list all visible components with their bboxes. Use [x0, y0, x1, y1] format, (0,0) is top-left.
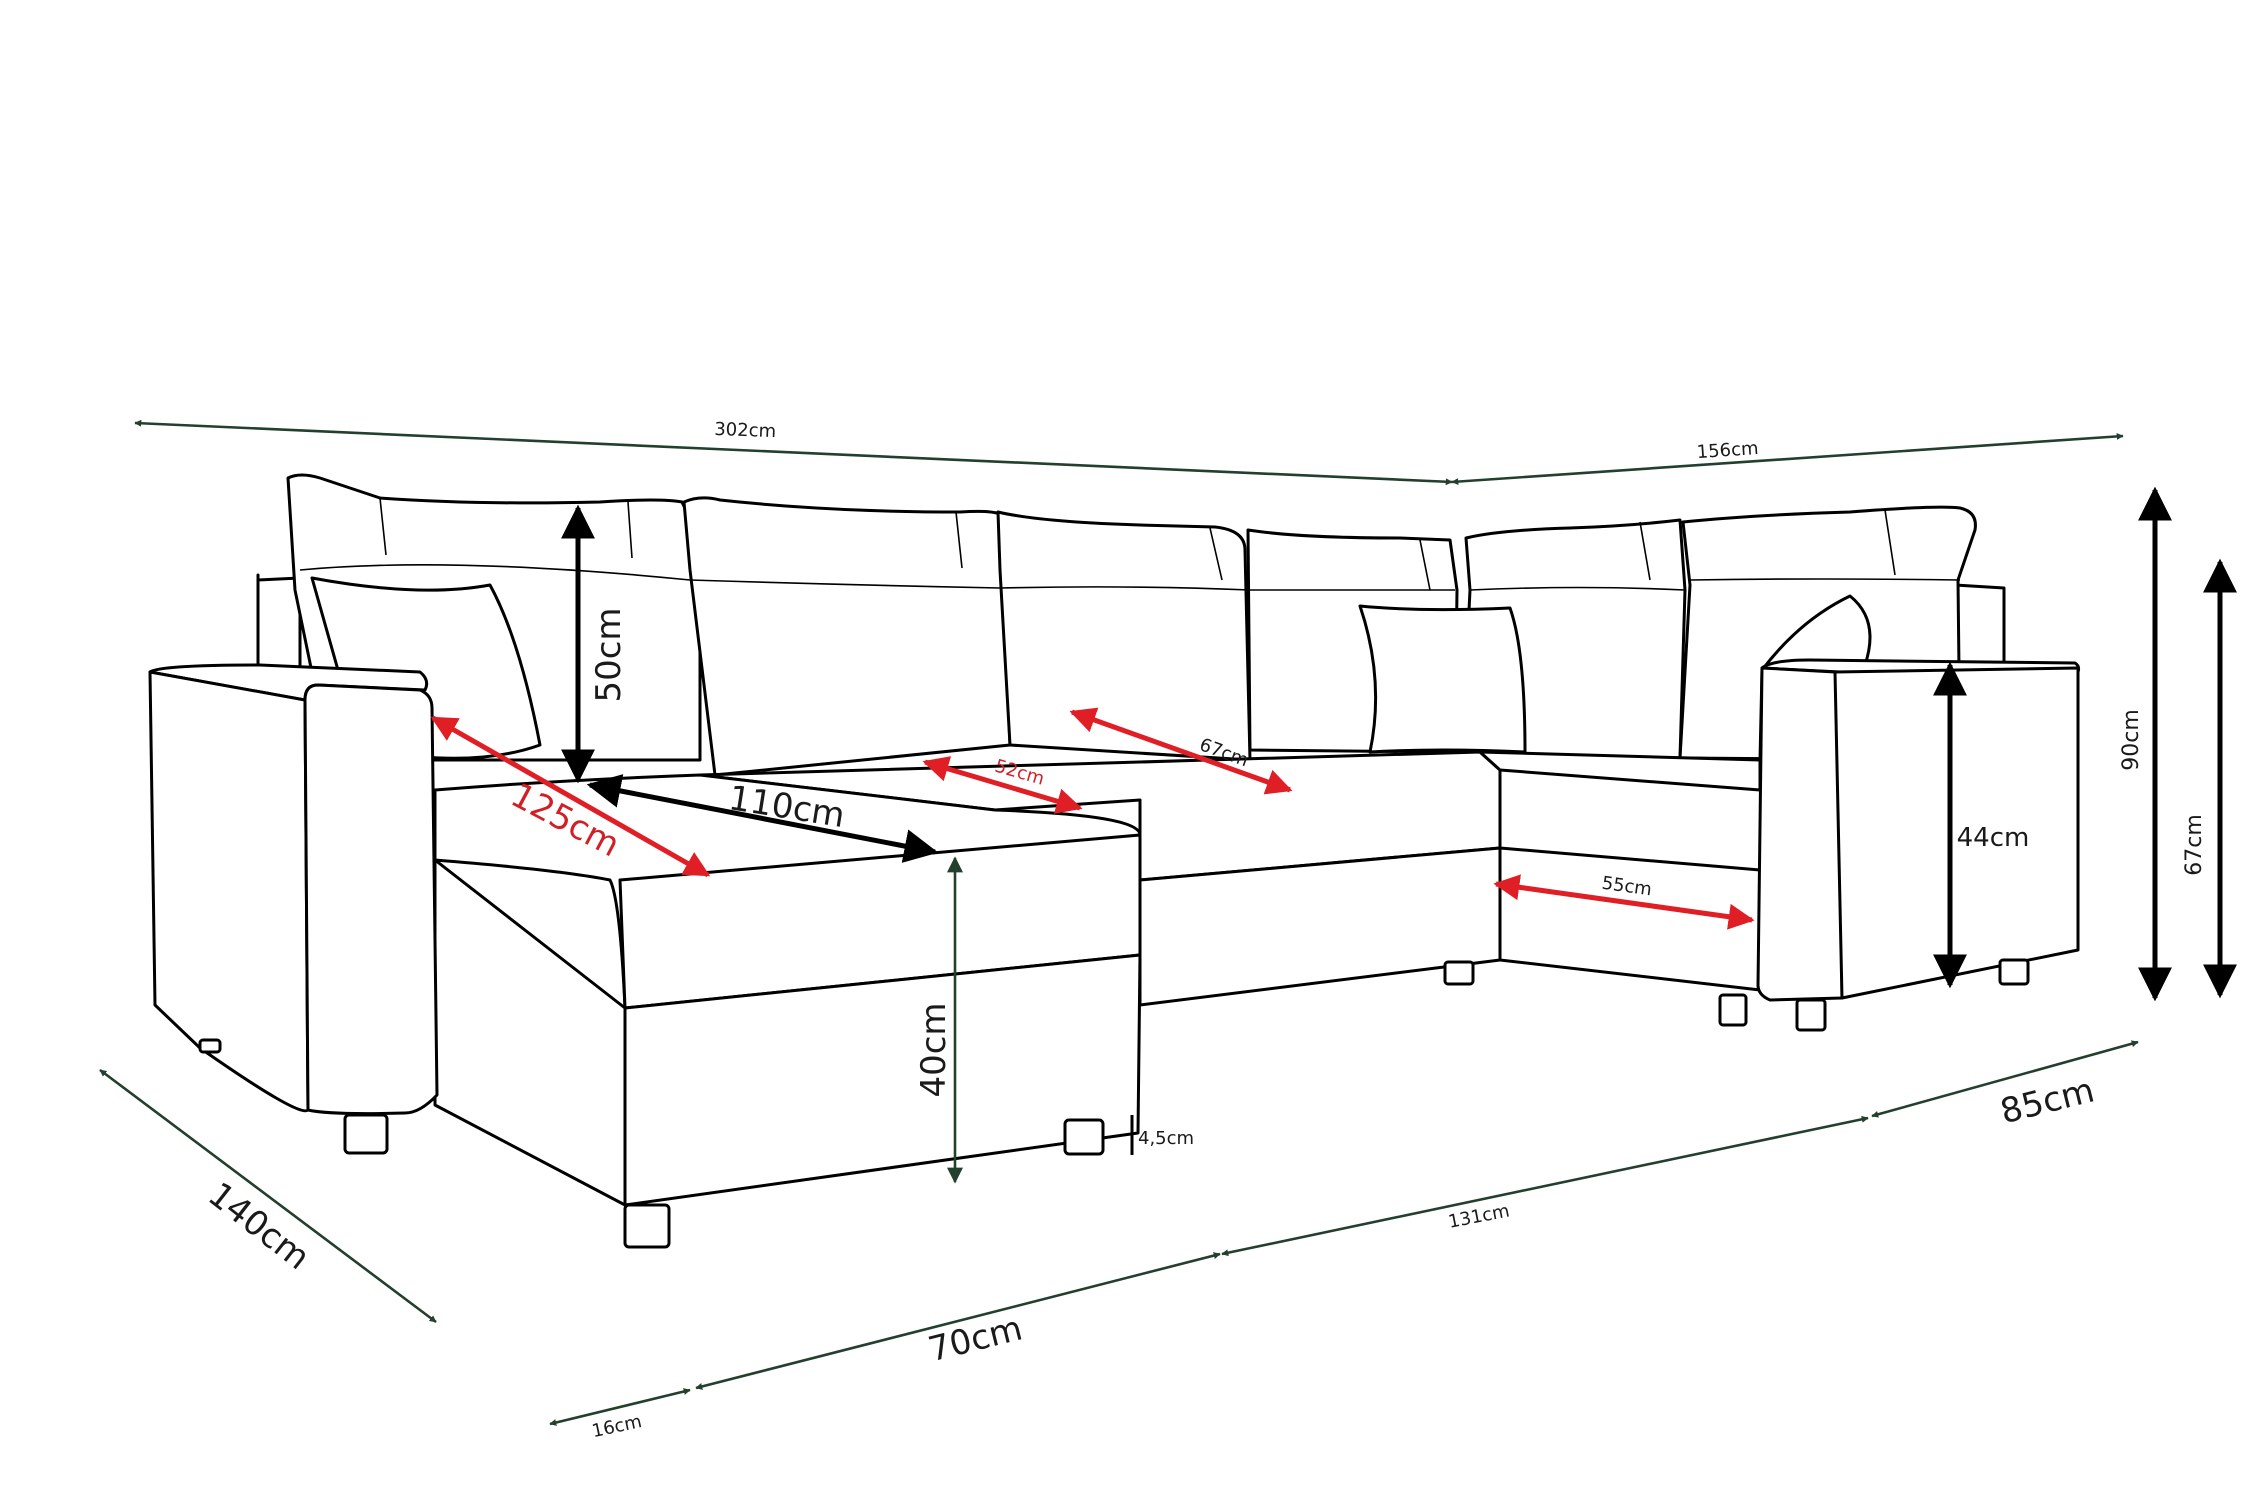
back-cushion-2	[682, 496, 1012, 777]
dim-line-156	[1451, 432, 2124, 486]
right-armrest-front	[1756, 666, 1844, 1002]
label-40: 40cm	[914, 1002, 954, 1097]
dim-line-16	[549, 1388, 691, 1426]
leg-8	[198, 1038, 222, 1054]
left-armrest-side	[148, 670, 310, 1113]
seam-3	[999, 586, 1251, 591]
leg-4	[1443, 960, 1475, 986]
leg-2	[623, 1203, 671, 1249]
label-44: 44cm	[1957, 823, 2030, 853]
label-50: 50cm	[589, 607, 629, 702]
throw-pillow-middle	[1358, 604, 1527, 754]
seam-4	[1250, 578, 1961, 591]
label-302: 302cm	[714, 419, 777, 442]
seam-2	[689, 579, 1001, 589]
dim-line-67-seat	[1069, 707, 1293, 795]
seat-deck-right	[1478, 750, 1762, 792]
sofa-drawing	[148, 473, 2081, 1249]
leg-7	[1998, 958, 2030, 986]
leg-5	[1718, 993, 1748, 1027]
leg-6	[1795, 998, 1827, 1032]
dim-line-140	[99, 1068, 437, 1324]
back-cushion-3	[996, 510, 1252, 762]
dim-line-125	[430, 715, 711, 878]
label-85: 85cm	[1996, 1070, 2098, 1132]
dimension-lines	[99, 419, 2237, 1426]
leg-1	[343, 1113, 389, 1155]
seam-1	[299, 497, 691, 581]
label-90: 90cm	[2119, 709, 2144, 771]
chaise-side	[433, 858, 627, 1207]
dim-line-302	[134, 419, 1453, 486]
label-16: 16cm	[590, 1411, 644, 1442]
left-armrest-front	[303, 683, 439, 1116]
leg-3	[1063, 1118, 1105, 1156]
back-frame-left	[256, 573, 302, 670]
dim-line-85	[1871, 1040, 2139, 1118]
dim-line-131	[1221, 1115, 1869, 1257]
label-45: 4,5cm	[1138, 1128, 1194, 1149]
label-67: 67cm	[2182, 814, 2207, 876]
dim-line-55	[1493, 874, 1755, 930]
seam-5	[627, 501, 1896, 591]
dim-line-70	[695, 1252, 1221, 1390]
seat-front-right	[1498, 846, 1762, 992]
label-156: 156cm	[1696, 438, 1759, 463]
back-frame-right	[1953, 583, 2006, 670]
dim-line-52	[922, 756, 1083, 814]
